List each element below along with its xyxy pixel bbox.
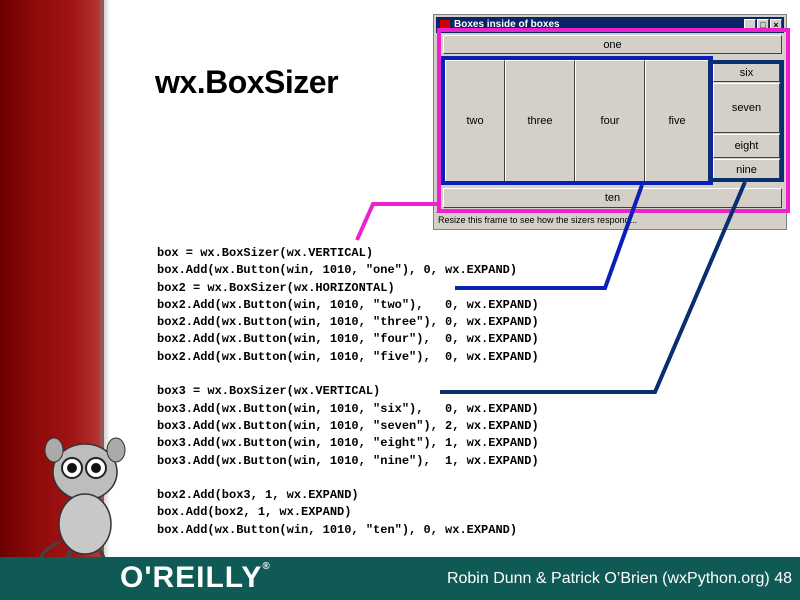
code-listing: box = wx.BoxSizer(wx.VERTICAL) box.Add(w… <box>157 246 539 537</box>
oreilly-logo: O'REILLY® <box>120 561 271 595</box>
button-eight[interactable]: eight <box>713 134 780 158</box>
button-one[interactable]: one <box>443 35 782 54</box>
button-four[interactable]: four <box>575 60 645 182</box>
connector-navy <box>440 181 747 394</box>
footer-credits: Robin Dunn & Patrick O’Brien (wxPython.o… <box>446 570 792 587</box>
connector-blue <box>455 184 644 290</box>
button-ten[interactable]: ten <box>443 188 782 208</box>
button-two[interactable]: two <box>445 60 505 182</box>
button-three[interactable]: three <box>505 60 575 182</box>
registered-mark: ® <box>262 561 271 572</box>
app-icon <box>440 20 450 30</box>
inner-vertical-sizer-highlight <box>708 60 784 182</box>
sidebar-shadow <box>100 0 110 600</box>
logo-text: O'REILLY <box>120 561 263 594</box>
window-title: Boxes inside of boxes <box>454 19 560 30</box>
slide-footer <box>0 557 800 600</box>
slide-title: wx.BoxSizer <box>155 64 339 100</box>
tarsier-mascot-icon <box>37 437 126 572</box>
outer-sizer-highlight <box>437 28 790 213</box>
connector-pink <box>355 202 437 241</box>
button-seven[interactable]: seven <box>713 83 780 133</box>
